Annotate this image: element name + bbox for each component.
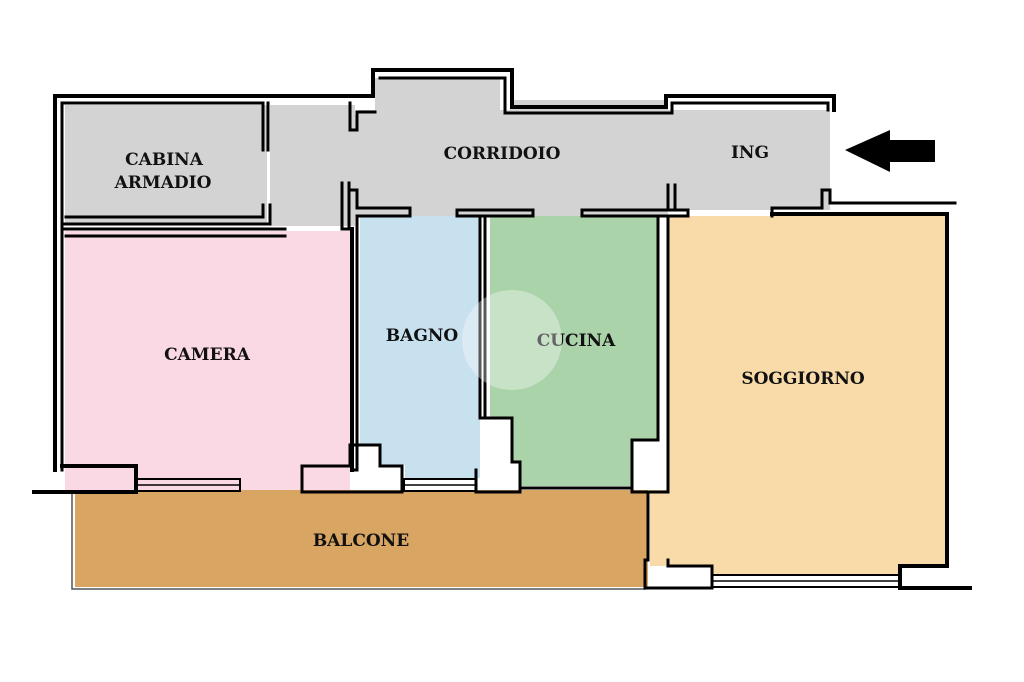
ing-label: ING [731, 143, 769, 163]
balcone-floor [75, 490, 648, 587]
bagno-floor [360, 216, 480, 478]
corridoio-floor [355, 78, 830, 216]
cucina-label: CUCINA [537, 331, 616, 351]
soggiorno-floor [650, 216, 945, 575]
cabina-armadio-label-2: ARMADIO [114, 173, 212, 193]
camera-label: CAMERA [164, 345, 251, 365]
watermark [462, 290, 562, 390]
cabina-armadio-floor [65, 105, 267, 223]
camera-floor [65, 231, 350, 490]
walls [32, 68, 972, 590]
balcone-railing [71, 492, 646, 590]
arrow-left-icon [845, 130, 935, 172]
cucina-floor [490, 216, 658, 486]
corridoio-label: CORRIDOIO [444, 144, 561, 164]
soggiorno-label: SOGGIORNO [741, 369, 865, 389]
cabina-armadio-label-1: CABINA [125, 150, 204, 170]
bagno-label: BAGNO [386, 326, 459, 346]
balcone-label: BALCONE [313, 531, 409, 551]
